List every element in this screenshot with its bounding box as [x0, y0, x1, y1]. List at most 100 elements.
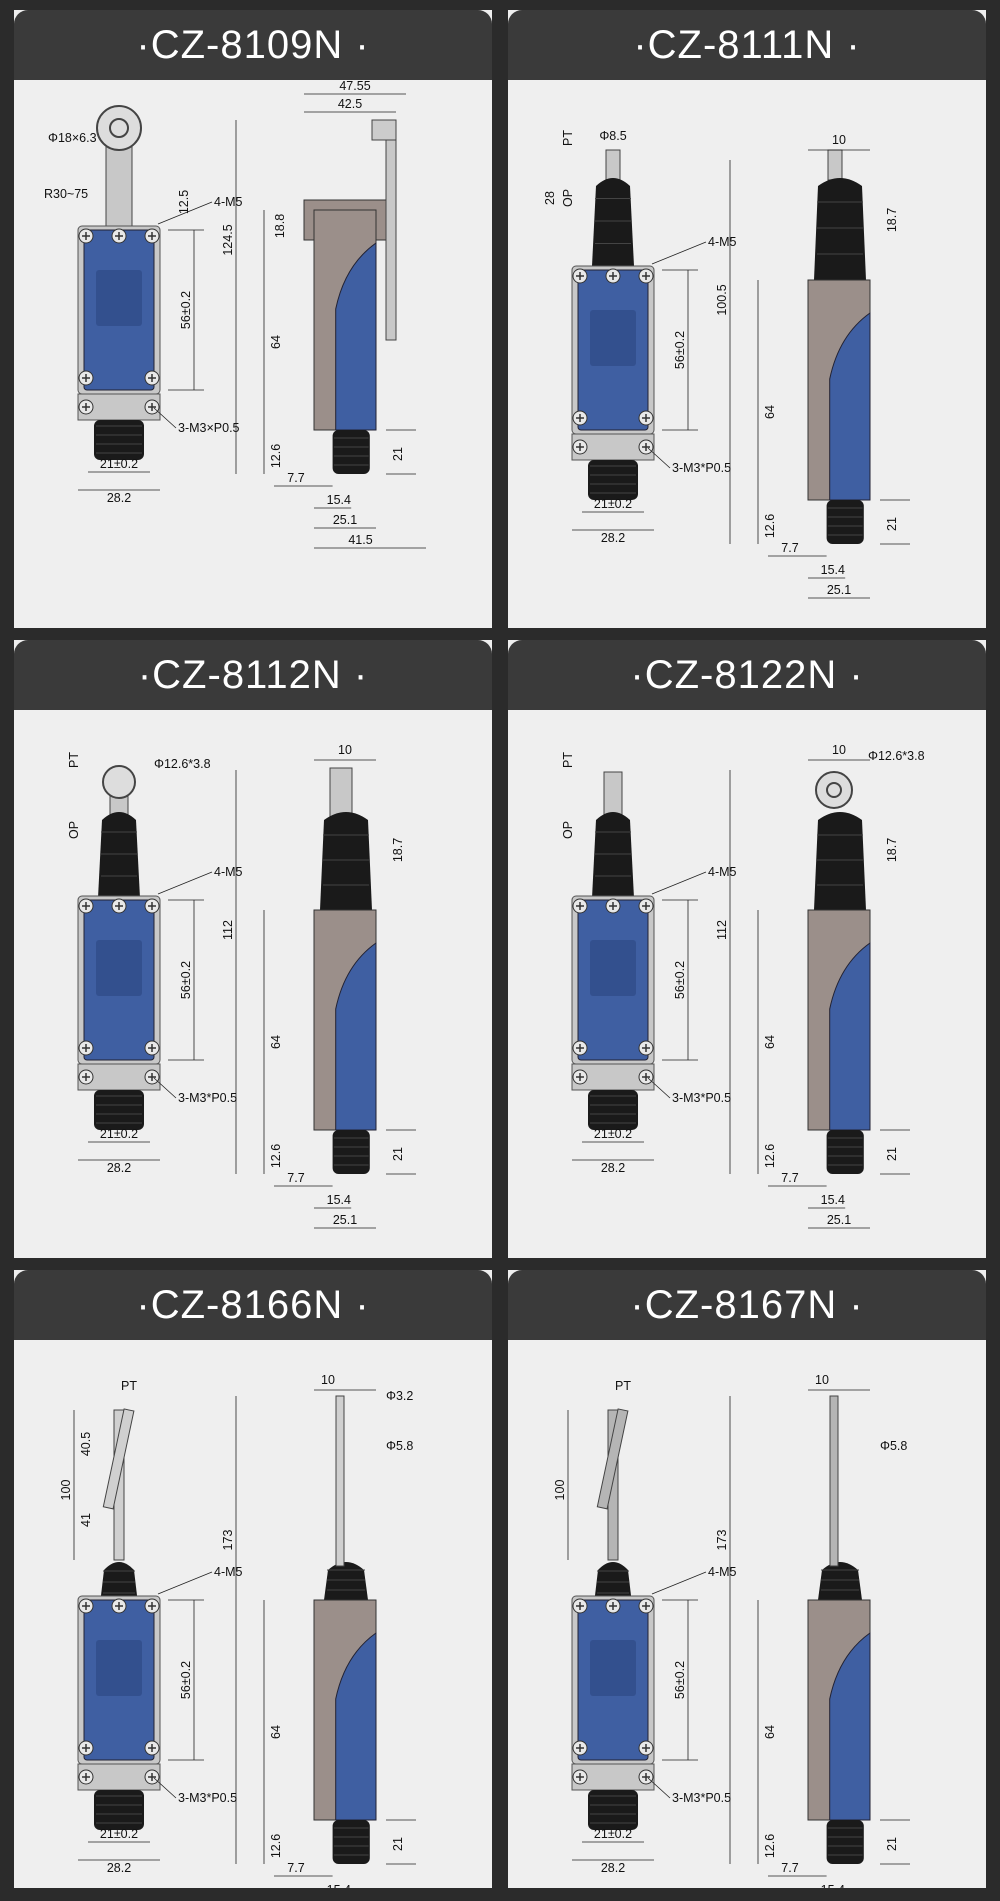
side-blue-cover: [829, 312, 871, 501]
model-title: CZ-8167N: [630, 1283, 863, 1328]
model-title: CZ-8111N: [633, 23, 860, 68]
dimension-label: 56±0.2: [179, 291, 193, 329]
dimension-label: 25.1: [333, 513, 357, 527]
dimension-label: 7.7: [287, 471, 304, 485]
dimension-label: 4-M5: [708, 865, 737, 879]
dimension-label: 21: [391, 447, 405, 461]
dimension-label: 64: [763, 1725, 777, 1739]
dimension-label: 12.6: [269, 1834, 283, 1858]
dimension-label: PT: [561, 130, 575, 146]
label-window: [590, 310, 636, 366]
cable-gland: [94, 1090, 144, 1130]
panel-header: CZ-8166N: [14, 1270, 492, 1340]
dimension-line: [153, 1077, 177, 1099]
dimension-label: 4-M5: [214, 865, 243, 879]
side-gland: [826, 1820, 864, 1864]
dimension-label: 28: [543, 191, 557, 205]
dimension-label: 18.7: [391, 838, 405, 862]
dimension-line: [651, 1571, 707, 1595]
drawing-group: PT10040.54110Φ3.2Φ5.817356±0.24-M53-M3*P…: [59, 1373, 416, 1888]
dimension-line: [647, 1077, 671, 1099]
side-gland: [332, 1130, 370, 1174]
dimension-label: 18.8: [273, 214, 287, 238]
dimension-label: 12.5: [177, 190, 191, 214]
panel-header: CZ-8109N: [14, 10, 492, 80]
side-roller: [371, 119, 397, 141]
dimension-label: 28.2: [601, 1861, 625, 1875]
drawing-group: Φ12.6*3.8PTOP1011218.756±0.24-M53-M3*P0.…: [561, 743, 925, 1229]
dimension-label: 28.2: [107, 1861, 131, 1875]
dimension-label: 100: [59, 1480, 73, 1501]
dimension-label: 100.5: [715, 284, 729, 315]
model-title: CZ-8122N: [630, 653, 863, 698]
dimension-label: 56±0.2: [673, 1661, 687, 1699]
product-panel: CZ-8109NΦ18×6.3R30~7512.547.5542.5124.51…: [14, 10, 492, 628]
dimension-label: 112: [221, 920, 235, 940]
drawing-svg: Φ12.6*3.8PTOP1011218.756±0.24-M53-M3*P0.…: [561, 743, 925, 1229]
dimension-label: 64: [269, 1035, 283, 1049]
dimension-label: 25.1: [827, 1213, 851, 1227]
panel-header: CZ-8122N: [508, 640, 986, 710]
dimension-label: 25.1: [333, 1213, 357, 1227]
dimension-label: 7.7: [781, 541, 798, 555]
dimension-label: 21±0.2: [100, 457, 138, 471]
dimension-label: 15.4: [821, 1883, 845, 1888]
side-blue-cover: [829, 942, 871, 1131]
dimension-label: 64: [763, 1035, 777, 1049]
dimension-line: [157, 1571, 213, 1595]
dimension-label: 64: [763, 405, 777, 419]
dimension-label: 112: [715, 920, 729, 940]
dimension-label: 18.7: [885, 838, 899, 862]
side-gland: [826, 500, 864, 544]
rubber-boot: [814, 812, 866, 910]
dimension-label: 21±0.2: [100, 1127, 138, 1141]
side-rod: [829, 1395, 839, 1567]
dimension-label: 3-M3*P0.5: [672, 461, 731, 475]
label-window: [96, 270, 142, 326]
label-window: [590, 940, 636, 996]
dimension-line: [157, 201, 213, 225]
cable-gland: [588, 1790, 638, 1830]
dimension-label: 64: [269, 1725, 283, 1739]
rubber-boot: [324, 1562, 368, 1600]
dimension-label: PT: [67, 752, 81, 768]
dimension-label: 124.5: [221, 224, 235, 255]
label-window: [96, 940, 142, 996]
dimension-line: [651, 871, 707, 895]
dimension-label: 12.6: [269, 1144, 283, 1168]
dimension-label: 28.2: [107, 491, 131, 505]
drawing-group: PT10010Φ5.817356±0.24-M53-M3*P0.521±0.22…: [553, 1373, 910, 1888]
side-gland: [332, 430, 370, 474]
side-blue-cover: [335, 242, 377, 431]
cable-gland: [94, 420, 144, 460]
plunger-icon: [605, 149, 621, 181]
dimension-label: 28.2: [601, 531, 625, 545]
dimension-label: 10: [815, 1373, 829, 1387]
dimension-label: 3-M3*P0.5: [178, 1091, 237, 1105]
dimension-line: [153, 407, 177, 429]
dimension-label: 12.6: [763, 514, 777, 538]
side-blue-cover: [335, 942, 377, 1131]
dimension-label: 4-M5: [708, 1565, 737, 1579]
dimension-label: 10: [832, 743, 846, 757]
side-rod: [335, 1395, 345, 1567]
dimension-label: 173: [221, 1530, 235, 1551]
label-window: [96, 1640, 142, 1696]
dimension-label: R30~75: [44, 187, 88, 201]
dimension-line: [153, 1777, 177, 1799]
dimension-label: 10: [321, 1373, 335, 1387]
panel-header: CZ-8112N: [14, 640, 492, 710]
dimension-label: Φ5.8: [386, 1439, 413, 1453]
side-plunger: [827, 149, 843, 181]
dimension-label: OP: [561, 189, 575, 207]
rubber-boot: [818, 1562, 862, 1600]
side-lever: [385, 119, 397, 341]
dimension-label: PT: [561, 752, 575, 768]
product-panel: CZ-8166NPT10040.54110Φ3.2Φ5.817356±0.24-…: [14, 1270, 492, 1888]
